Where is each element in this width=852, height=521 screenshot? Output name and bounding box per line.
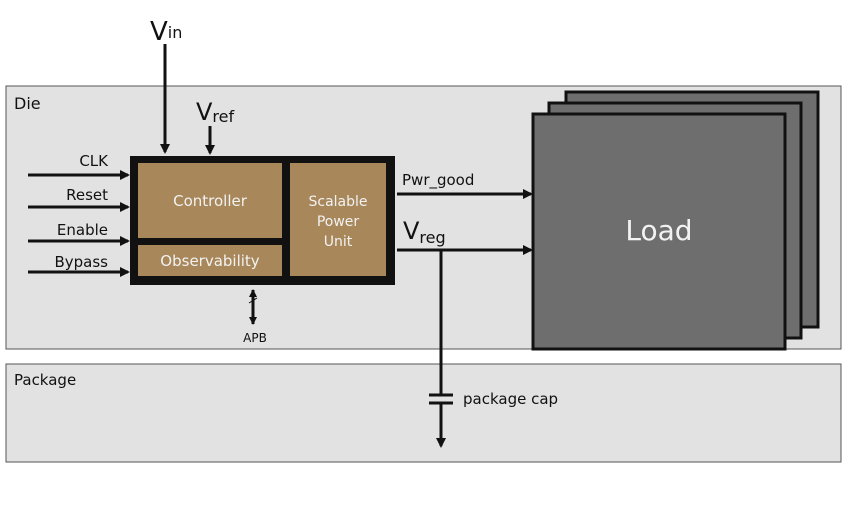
package-cap-label: package cap (463, 390, 558, 408)
vreg-label: Vreg (403, 217, 446, 247)
clk-label: CLK (79, 152, 109, 170)
spu-label-line1: Scalable (308, 194, 367, 210)
observability-label: Observability (160, 252, 260, 270)
die-label: Die (14, 94, 41, 113)
spu-label-line3: Unit (324, 234, 353, 250)
spu-label-line2: Power (317, 214, 360, 230)
apb-label: APB (243, 331, 267, 345)
scalable-power-unit-block (290, 163, 386, 276)
pwr-good-label: Pwr_good (402, 171, 474, 190)
package-label: Package (14, 371, 76, 389)
package-region (5, 363, 842, 463)
load-label: Load (625, 214, 692, 247)
load-block (531, 112, 787, 351)
enable-label: Enable (57, 221, 108, 239)
vref-label: Vref (196, 98, 234, 126)
reset-label: Reset (66, 186, 108, 204)
observability-block (138, 245, 282, 276)
controller-block (138, 163, 282, 238)
apb-bus-slash (248, 297, 258, 304)
bypass-label: Bypass (54, 253, 108, 271)
controller-label: Controller (173, 192, 248, 210)
vin-label: Vin (150, 17, 182, 47)
